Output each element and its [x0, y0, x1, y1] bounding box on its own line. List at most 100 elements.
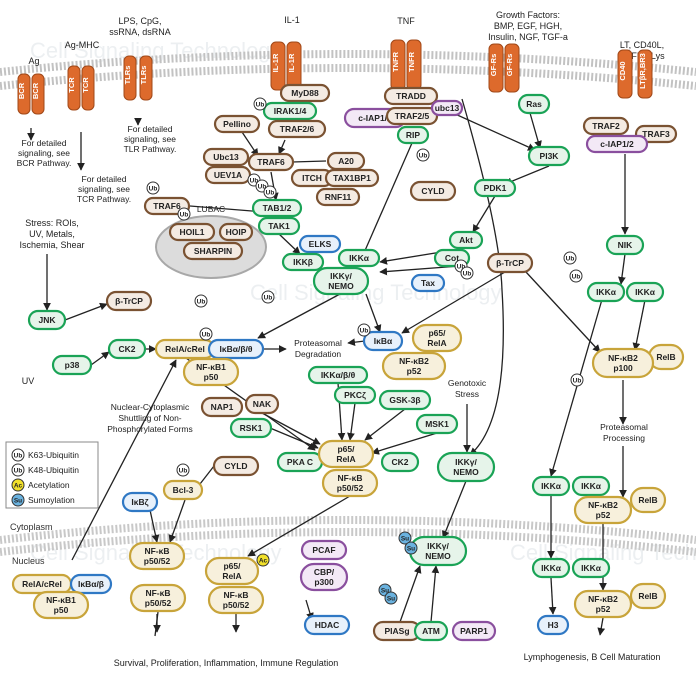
node-irak14: IRAK1/4 [262, 101, 318, 121]
arrow [597, 617, 606, 636]
node-label: TRAF6 [257, 157, 285, 167]
node-label: IKKα [541, 563, 562, 573]
stimulus-uv: UV [22, 376, 35, 386]
node-label: HDAC [315, 620, 340, 630]
node-label: NEMO [453, 467, 479, 477]
receptor-label: TNFR [407, 51, 416, 72]
node-label: TAB1/2 [263, 203, 292, 213]
node-label: IKKβ [293, 257, 313, 267]
node-label: NF-κB [337, 473, 362, 483]
node-piasg: PIASg [372, 620, 422, 642]
node-p38: p38 [51, 354, 93, 376]
nuclear-membrane [0, 516, 696, 556]
node-label: JNK [38, 315, 56, 325]
badge-label: Ub [256, 102, 265, 109]
receptor-gfrs: GF-Rs [504, 43, 520, 93]
node-label: HOIL1 [179, 227, 204, 237]
stimulus-stress-3: Ischemia, Shear [19, 240, 84, 250]
arrow [371, 432, 438, 455]
node-nik: NIK [605, 234, 645, 256]
ub-badge: Ub [570, 373, 584, 387]
node-label: PKA C [287, 457, 313, 467]
legend-badge: Ub [14, 453, 23, 460]
arrow [364, 408, 406, 441]
node-traf2-r: TRAF2 [582, 116, 630, 136]
node-ikkabt: IKKα/β/θ [307, 365, 369, 385]
node-label: RSK1 [240, 423, 263, 433]
badge-label: Ub [250, 178, 259, 185]
node-ciap12-r: c-IAP1/2 [585, 134, 649, 154]
receptor-label: IL-1R [287, 53, 296, 72]
node-label: NF-κB2 [399, 356, 429, 366]
arrow [90, 351, 110, 366]
node-ras: Ras [517, 93, 551, 115]
stimulus-tnf: TNF [397, 16, 415, 26]
arrow [525, 271, 601, 353]
node-ikkb: IKKβ [281, 252, 325, 272]
badge-label: Ub [180, 212, 189, 219]
badge-label: Ub [266, 190, 275, 197]
node-label: CYLD [224, 461, 247, 471]
node-label: IRAK1/4 [274, 106, 307, 116]
arrow [461, 98, 504, 456]
node-label: TRAF2 [592, 121, 620, 131]
note-genotoxic-1: Genotoxic [448, 378, 487, 388]
receptor-label: TCR [67, 77, 76, 93]
node-bcl3: Bcl-3 [162, 479, 204, 501]
node-label: Ubc13 [213, 152, 239, 162]
node-label: NF-κB [144, 546, 169, 556]
receptor-label: CD40 [618, 61, 627, 80]
node-ikkg: IKKγ/NEMO [312, 266, 370, 296]
arrow [291, 160, 327, 163]
node-cyld-b: CYLD [212, 455, 260, 477]
node-nap1: NAP1 [200, 396, 244, 418]
badge-label: Ub [457, 264, 466, 271]
ub-badge: Ub [416, 148, 430, 162]
legend-label: K63-Ubiquitin [28, 450, 79, 460]
node-label: IKKα [596, 287, 617, 297]
node-label: TRAF2/5 [395, 111, 430, 121]
node-label: PI3K [540, 151, 560, 161]
arrow [241, 131, 259, 157]
node-label: c-IAP1/2 [358, 113, 392, 123]
node-tradd: TRADD [383, 86, 439, 106]
node-label: TAK1 [268, 221, 290, 231]
node-label: H3 [548, 620, 559, 630]
badge-label: Ub [572, 274, 581, 281]
node-label: RNF11 [325, 192, 352, 202]
node-label: NEMO [425, 551, 451, 561]
legend-badge: Su [14, 498, 22, 505]
ub-badge: Ub [194, 294, 208, 308]
arrow [347, 338, 366, 347]
node-traf6: TRAF6 [247, 152, 295, 172]
badge-label: Ub [573, 378, 582, 385]
stimulus-tlr-ligands-2: ssRNA, dsRNA [109, 27, 171, 37]
note-tlr-3: TLR Pathway. [124, 144, 177, 154]
stimulus-stress-1: Stress: ROIs, [25, 218, 79, 228]
node-label: NF-κB1 [196, 362, 226, 372]
node-pellino: Pellino [213, 114, 261, 134]
node-label: CK2 [391, 457, 408, 467]
node-label: p52 [596, 604, 611, 614]
receptor-il1r: IL-1R [286, 41, 302, 91]
receptor-cd40: CD40 [617, 49, 633, 99]
receptor-tlrs: TLRs [123, 55, 137, 101]
node-label: NF-κB2 [608, 353, 638, 363]
node-label: NAP1 [211, 402, 234, 412]
node-tax1bp1: TAX1BP1 [324, 168, 380, 188]
stimulus-stress-2: UV, Metals, [29, 229, 75, 239]
node-tab12: TAB1/2 [251, 198, 303, 218]
nucleus-label: Nucleus [12, 556, 45, 566]
note-tcr-1: For detailed [82, 174, 127, 184]
node-rip: RIP [396, 125, 430, 145]
node-label: IKKα [349, 253, 370, 263]
node-label: RelB [638, 591, 657, 601]
node-h3: H3 [536, 614, 570, 636]
ub-badge: Ub [146, 181, 160, 195]
